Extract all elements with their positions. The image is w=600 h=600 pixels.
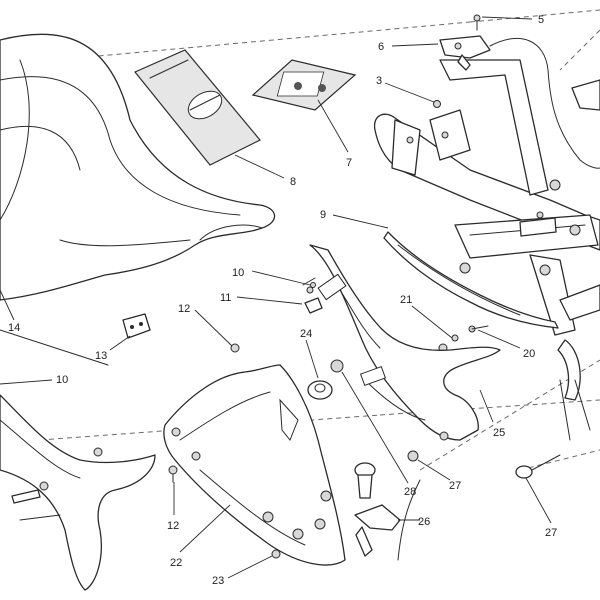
callout-labels: 5 6 3 7 8 9 10 11 12 14 13 10 24 21 20 2…	[8, 14, 557, 587]
tail-fairing-left	[0, 394, 156, 591]
seat	[0, 33, 276, 301]
clip-and-screw	[304, 282, 323, 314]
callout-27-right: 27	[545, 527, 557, 539]
latch-hardware	[354, 462, 421, 561]
callout-22: 22	[170, 557, 182, 569]
callout-11: 11	[220, 292, 231, 304]
callout-28: 28	[404, 486, 416, 498]
right-side-panel	[302, 244, 501, 462]
callout-21: 21	[400, 294, 412, 306]
callout-26: 26	[418, 516, 430, 528]
owners-manual	[251, 59, 357, 111]
rear-subframe	[373, 59, 600, 441]
callout-10-lower: 10	[56, 374, 68, 386]
strap	[383, 231, 559, 353]
callout-23: 23	[212, 575, 224, 587]
left-side-panel	[163, 343, 346, 566]
callout-8: 8	[290, 176, 296, 188]
callout-13: 13	[95, 350, 107, 362]
callout-6: 6	[378, 41, 384, 53]
callout-10-upper: 10	[232, 267, 244, 279]
callout-7: 7	[346, 157, 352, 169]
callout-9: 9	[320, 209, 326, 221]
tool-pouch	[134, 49, 261, 166]
grommet	[307, 359, 344, 400]
callout-12-upper: 12	[178, 303, 190, 315]
callout-20: 20	[523, 348, 535, 360]
callout-27-left: 27	[449, 480, 461, 492]
callout-24: 24	[300, 328, 312, 340]
grommet-right	[515, 454, 561, 479]
callout-25: 25	[493, 427, 505, 439]
callout-5: 5	[538, 14, 544, 26]
bumper-and-rod	[0, 313, 151, 366]
callout-12-lower: 12	[167, 520, 179, 532]
leader-lines	[0, 16, 552, 579]
callout-14: 14	[8, 322, 20, 334]
seat-lock	[433, 14, 600, 169]
callout-3: 3	[376, 75, 382, 87]
